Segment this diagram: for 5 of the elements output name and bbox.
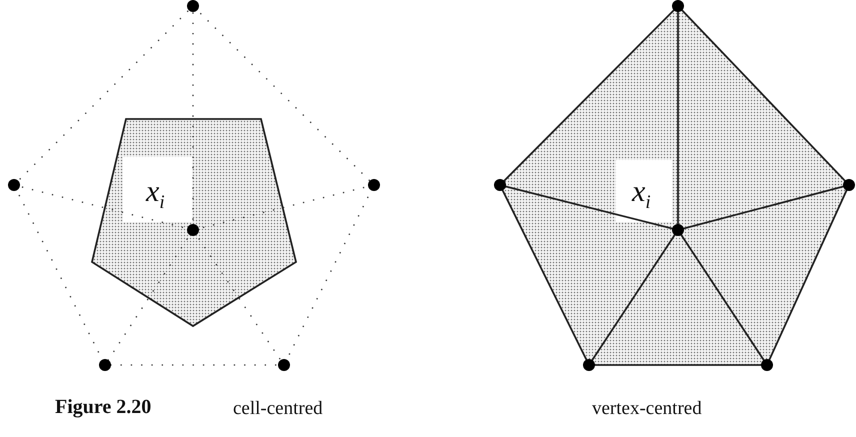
panel-label: vertex-centred [592, 398, 702, 420]
figure-caption: Figure 2.20 [55, 396, 152, 419]
panel-label: cell-centred [233, 398, 323, 420]
variable-label: x$_{i}$ [146, 175, 165, 214]
variable-label: x$_{i}$ [632, 175, 651, 214]
